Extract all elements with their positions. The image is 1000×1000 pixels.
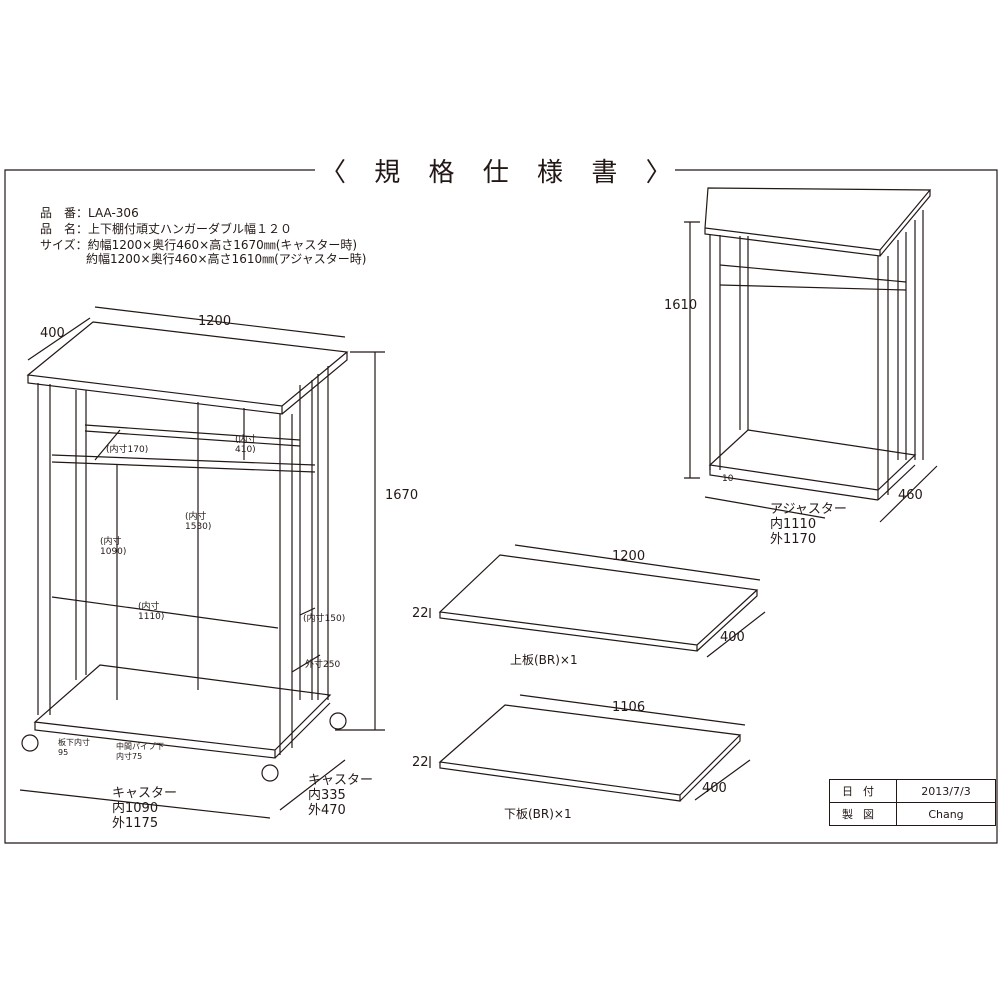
dim-inner-170: (内寸170) xyxy=(106,445,149,455)
l3: 外1175 xyxy=(112,816,159,831)
label: 品 番： xyxy=(40,206,89,220)
l1: キャスター xyxy=(112,786,178,801)
l1: 中間パイプ下 xyxy=(116,742,164,751)
lower-board-label: 下板(BR)×1 xyxy=(504,807,572,821)
spec-size: サイズ：約幅1200×奥行460×高さ1670㎜(キャスター時) xyxy=(40,238,357,252)
adjuster-foot: 10 xyxy=(722,474,734,484)
board-drawings xyxy=(429,544,766,802)
drawn-label: 製図 xyxy=(829,802,897,826)
upper-board-depth: 400 xyxy=(720,630,745,645)
l1: (内寸 xyxy=(100,537,122,547)
l1: アジャスター xyxy=(770,502,847,517)
label: 品 名： xyxy=(40,222,89,236)
adjuster-height: 1610 xyxy=(664,298,698,313)
l2: 1090) xyxy=(100,547,127,557)
spec-size-adjuster: 約幅1200×奥行460×高さ1610㎜(アジャスター時) xyxy=(86,252,367,266)
l1: 板下内寸 xyxy=(58,738,90,747)
lower-board-depth: 400 xyxy=(702,781,727,796)
drawn-value: Chang xyxy=(896,802,996,826)
page-title: 〈 規 格 仕 様 書 〉 xyxy=(320,152,672,189)
lower-board-thickness: 22 xyxy=(412,755,429,770)
l2: 1530) xyxy=(185,522,212,532)
frame xyxy=(4,169,998,844)
l2: 410) xyxy=(235,445,256,455)
l2: 内1110 xyxy=(770,517,817,532)
dim-depth: 400 xyxy=(40,326,65,341)
date-label: 日付 xyxy=(829,779,897,803)
dim-inner-150: (内寸150) xyxy=(303,614,346,624)
main-cart-drawing xyxy=(19,306,385,819)
l1: (内寸 xyxy=(185,512,207,522)
l3: 外470 xyxy=(308,803,346,818)
l1: キャスター xyxy=(308,773,374,788)
upper-board-width: 1200 xyxy=(612,549,646,564)
dim-width: 1200 xyxy=(198,314,232,329)
dim-height: 1670 xyxy=(385,488,419,503)
upper-board-thickness: 22 xyxy=(412,606,429,621)
value: 上下棚付頑丈ハンガーダブル幅１２０ xyxy=(88,222,293,236)
l1: (内寸 xyxy=(235,435,257,445)
dim-under-pipe: 中間パイプ下内寸75 xyxy=(116,742,164,762)
l1: (内寸 xyxy=(138,602,160,612)
l2: 内1090 xyxy=(112,801,159,816)
value: LAA-306 xyxy=(88,206,139,220)
lower-board-width: 1106 xyxy=(612,700,646,715)
dim-outer-250: 外寸250 xyxy=(305,660,341,670)
l2: 95 xyxy=(58,748,69,757)
l2: 内335 xyxy=(308,788,346,803)
spec-number: 品 番：LAA-306 xyxy=(40,206,139,220)
l3: 外1170 xyxy=(770,532,817,547)
l2: 1110) xyxy=(138,612,165,622)
l2: 内寸75 xyxy=(116,752,143,761)
date-value: 2013/7/3 xyxy=(896,779,996,803)
value: 約幅1200×奥行460×高さ1670㎜(キャスター時) xyxy=(87,238,358,252)
adjuster-depth: 460 xyxy=(898,488,923,503)
spec-name: 品 名：上下棚付頑丈ハンガーダブル幅１２０ xyxy=(40,222,292,236)
upper-board-label: 上板(BR)×1 xyxy=(510,653,578,667)
adjuster-cart-drawing xyxy=(684,187,938,523)
label: サイズ： xyxy=(40,238,88,252)
